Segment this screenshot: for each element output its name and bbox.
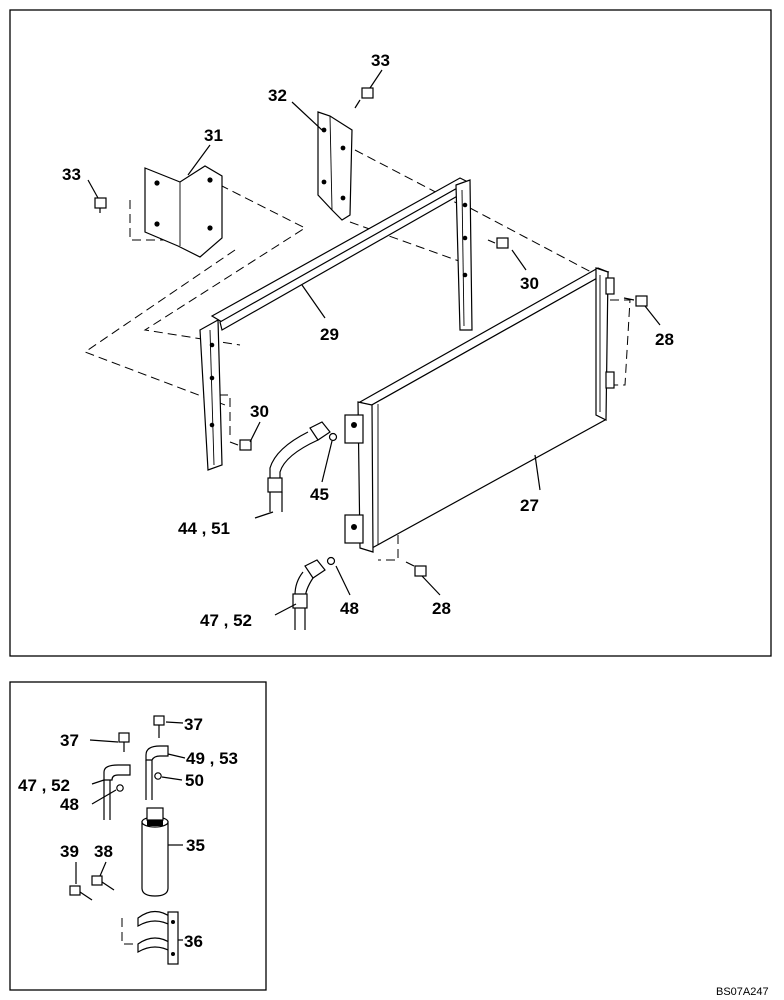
inset-panel-frame — [9, 681, 267, 991]
bolt-33-right — [354, 87, 374, 109]
label-30-right: 30 — [520, 274, 539, 293]
main-leader-lines — [87, 69, 661, 616]
receiver-dryer-35 — [141, 807, 169, 897]
condenser-27 — [344, 267, 615, 553]
label-33-left: 33 — [62, 165, 81, 184]
inset-label-48: 48 — [60, 795, 79, 814]
bolt-30-lower — [229, 439, 252, 451]
bracket-31 — [144, 165, 223, 258]
inset-leader-lines — [75, 721, 186, 941]
main-panel-frame — [9, 9, 772, 657]
inset-label-38: 38 — [94, 842, 113, 861]
label-28-bottom: 28 — [432, 599, 451, 618]
label-28-right: 28 — [655, 330, 674, 349]
bracket-32 — [317, 111, 353, 221]
inset-label-49-53: 49 , 53 — [186, 749, 238, 768]
inset-label-50: 50 — [185, 771, 204, 790]
label-30-left: 30 — [250, 402, 269, 421]
label-45: 45 — [310, 485, 329, 504]
label-47-52: 47 , 52 — [200, 611, 252, 630]
label-48: 48 — [340, 599, 359, 618]
label-44-51: 44 , 51 — [178, 519, 230, 538]
label-27: 27 — [520, 496, 539, 515]
bolt-30-upper — [487, 237, 509, 249]
frame-29 — [199, 177, 473, 471]
hose-fitting-44-51 — [267, 421, 331, 512]
bolt-28-lower — [405, 561, 427, 577]
inset-label-39: 39 — [60, 842, 79, 861]
label-32: 32 — [268, 86, 287, 105]
fitting-47-52-inset — [103, 764, 131, 820]
label-31: 31 — [204, 126, 223, 145]
clamp-36 — [121, 910, 179, 965]
inset-labels: 37 37 49 , 53 47 , 52 50 48 35 39 38 36 — [18, 715, 238, 951]
inset-label-47-52: 47 , 52 — [18, 776, 70, 795]
bolt-28-upper — [623, 295, 648, 307]
bolt-38 — [91, 875, 115, 891]
inset-label-37-right: 37 — [184, 715, 203, 734]
inset-label-36: 36 — [184, 932, 203, 951]
hose-fitting-47-52 — [292, 559, 326, 630]
inset-label-37-left: 37 — [60, 731, 79, 750]
o-ring-45 — [328, 432, 338, 442]
o-ring-48-inset — [116, 784, 124, 792]
bolt-39 — [69, 885, 93, 901]
o-ring-50-inset — [154, 772, 162, 780]
bolt-37-right — [153, 715, 165, 738]
bolt-33-left — [94, 197, 107, 213]
label-33-top: 33 — [371, 51, 390, 70]
bolt-37-left — [118, 732, 130, 752]
o-ring-48 — [326, 556, 336, 566]
label-29: 29 — [320, 325, 339, 344]
inset-label-35: 35 — [186, 836, 205, 855]
fitting-49-53-inset — [145, 745, 169, 800]
figure-code: BS07A247 — [716, 986, 769, 998]
main-labels: 33 32 31 33 30 28 29 30 45 27 44 , 51 48… — [62, 51, 674, 630]
